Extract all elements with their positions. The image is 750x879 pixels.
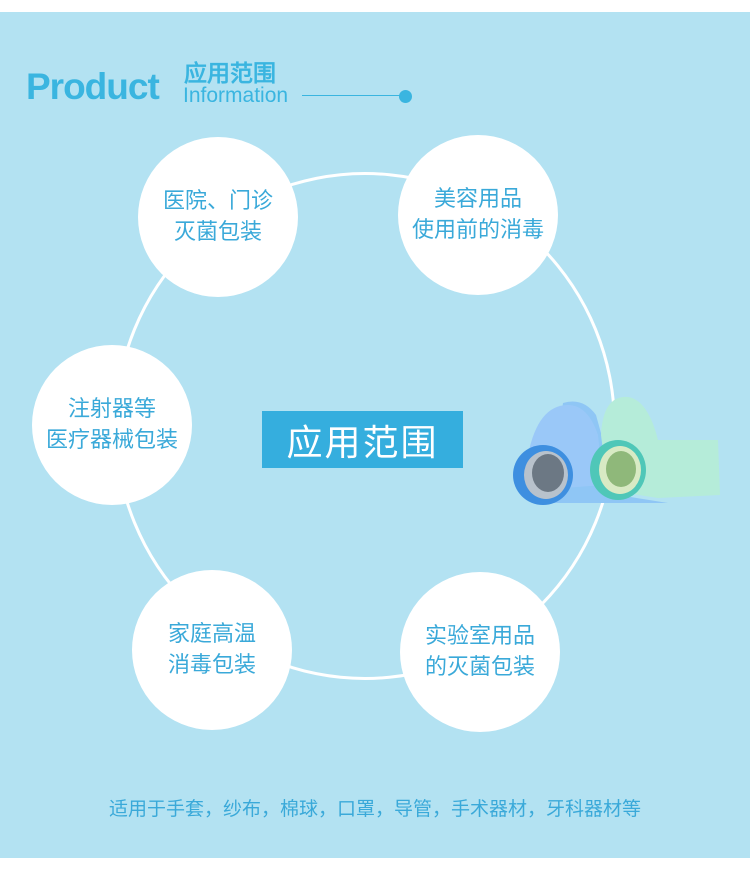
bubble-line: 美容用品: [433, 187, 522, 212]
bubble-lab: 实验室用品的灭菌包装: [400, 572, 560, 732]
header-divider: [302, 95, 402, 96]
header-dot: [399, 90, 412, 103]
bubble-line: 医院、门诊: [162, 189, 273, 214]
center-label: 应用范围: [262, 411, 463, 468]
bubble-line: 的灭菌包装: [424, 655, 535, 680]
bubble-hospital: 医院、门诊灭菌包装: [138, 137, 298, 297]
bubble-beauty: 美容用品使用前的消毒: [398, 135, 558, 295]
paper-rolls-image: [513, 396, 720, 505]
bubble-syringe: 注射器等医疗器械包装: [32, 345, 192, 505]
bubble-line: 注射器等: [67, 397, 156, 422]
applicable-items-text: 适用于手套，纱布，棉球，口罩，导管，手术器材，牙科器材等: [108, 798, 641, 820]
bubble-line: 家庭高温: [167, 622, 256, 647]
bubble-line: 医疗器械包装: [45, 428, 178, 453]
bubble-home: 家庭高温消毒包装: [132, 570, 292, 730]
bubble-line: 消毒包装: [167, 653, 256, 678]
bubble-line: 实验室用品: [424, 624, 535, 649]
header-information: Information: [183, 84, 289, 107]
bubble-line: 使用前的消毒: [411, 218, 544, 243]
header-product: Product: [26, 66, 160, 107]
bubble-line: 灭菌包装: [173, 220, 262, 245]
header-cn-title: 应用范围: [184, 61, 276, 87]
